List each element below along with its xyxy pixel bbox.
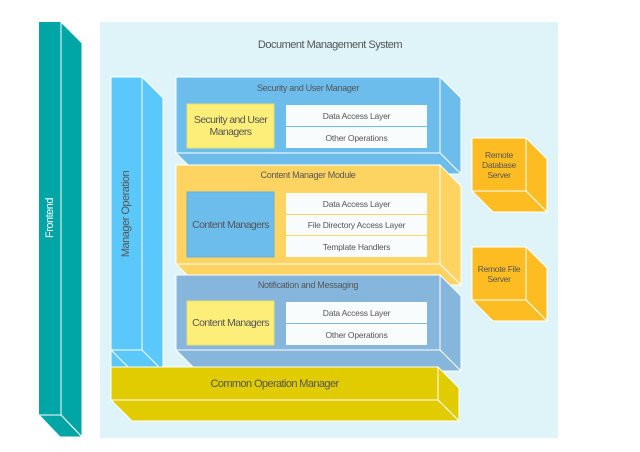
frontend-label: Frontend	[44, 197, 56, 239]
frontend-block	[37, 20, 84, 439]
notification-item-data-access: Data Access Layer	[286, 302, 427, 323]
security-item-data-access: Data Access Layer	[286, 105, 427, 126]
content-managers-box: Content Managers	[192, 218, 269, 231]
manager-operation-block	[109, 75, 165, 372]
security-box-bg	[186, 103, 275, 149]
module-content-shape	[174, 163, 463, 287]
notification-box-bg	[186, 300, 275, 346]
security-managers-box: Security and User Managers	[193, 114, 268, 138]
content-item-data-access: Data Access Layer	[286, 193, 427, 214]
remote-file-server-label: Remote File Server	[477, 263, 521, 284]
remote-database-server-shape	[470, 136, 549, 214]
notification-managers-box: Content Managers	[192, 317, 269, 329]
security-item-other-operations: Other Operations	[286, 127, 427, 148]
common-operation-label: Common Operation Manager	[210, 377, 339, 390]
notification-item-other-operations: Other Operations	[286, 324, 427, 345]
module-title-security: Security and User Manager	[256, 83, 360, 93]
module-title-notification: Notification and Messaging	[257, 280, 359, 290]
common-operation-shape	[109, 365, 461, 423]
content-box-bg	[186, 191, 275, 258]
module-title-content: Content Manager Module	[260, 170, 356, 180]
manager-operation-label: Manager Operation	[120, 170, 132, 258]
content-item-template-handlers: Template Handlers	[286, 236, 427, 257]
remote-file-server-shape	[470, 245, 549, 323]
diagram-title: Document Management System	[257, 39, 403, 51]
remote-database-server-label: Remote Database Server	[482, 149, 516, 180]
content-item-file-directory: File Directory Access Layer	[286, 215, 427, 235]
